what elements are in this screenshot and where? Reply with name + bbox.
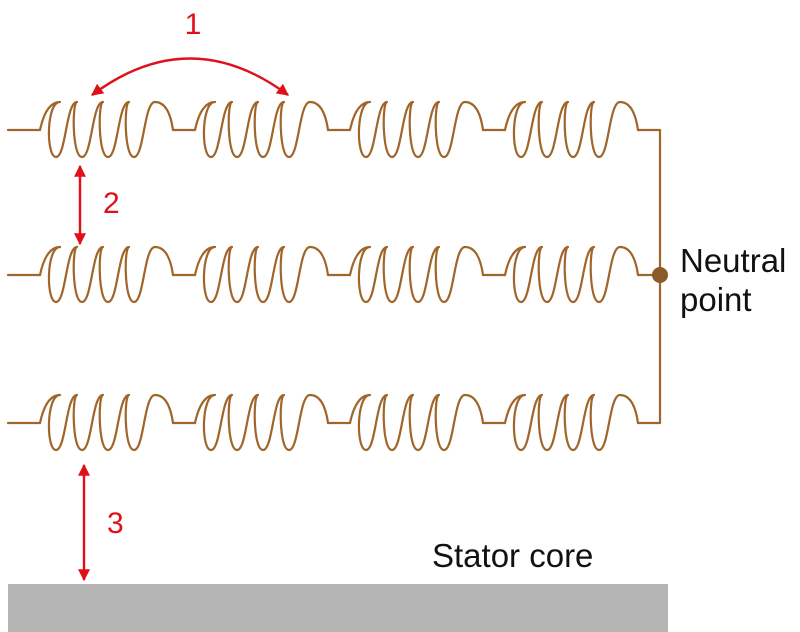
coil-phase-1-4	[503, 100, 640, 159]
arrow-1-between-coils	[91, 57, 289, 96]
stator-core-bar	[8, 584, 668, 632]
coil-phase-3-1	[38, 393, 175, 452]
coil-phase-1-3	[348, 100, 485, 159]
coil-phase-3-3	[348, 393, 485, 452]
coil-phase-2-2	[193, 245, 330, 304]
annotations: 1 2 3	[74, 8, 289, 582]
coil-phase-2-4	[503, 245, 640, 304]
label-2: 2	[103, 187, 120, 220]
neutral-point-label-line1: Neutral	[680, 242, 786, 279]
coil-phase-3-2	[193, 393, 330, 452]
neutral-point-dot	[652, 267, 668, 283]
coil-phase-1-1	[38, 100, 175, 159]
label-1: 1	[185, 8, 202, 41]
label-3: 3	[107, 507, 124, 540]
stator-core-label: Stator core	[432, 537, 593, 574]
coil-phase-2-3	[348, 245, 485, 304]
coil-phase-3-4	[503, 393, 640, 452]
neutral-point-label-line2: point	[680, 281, 752, 318]
coil-phase-2-1	[38, 245, 175, 304]
stator-windings	[6, 100, 662, 452]
coil-phase-1-2	[193, 100, 330, 159]
